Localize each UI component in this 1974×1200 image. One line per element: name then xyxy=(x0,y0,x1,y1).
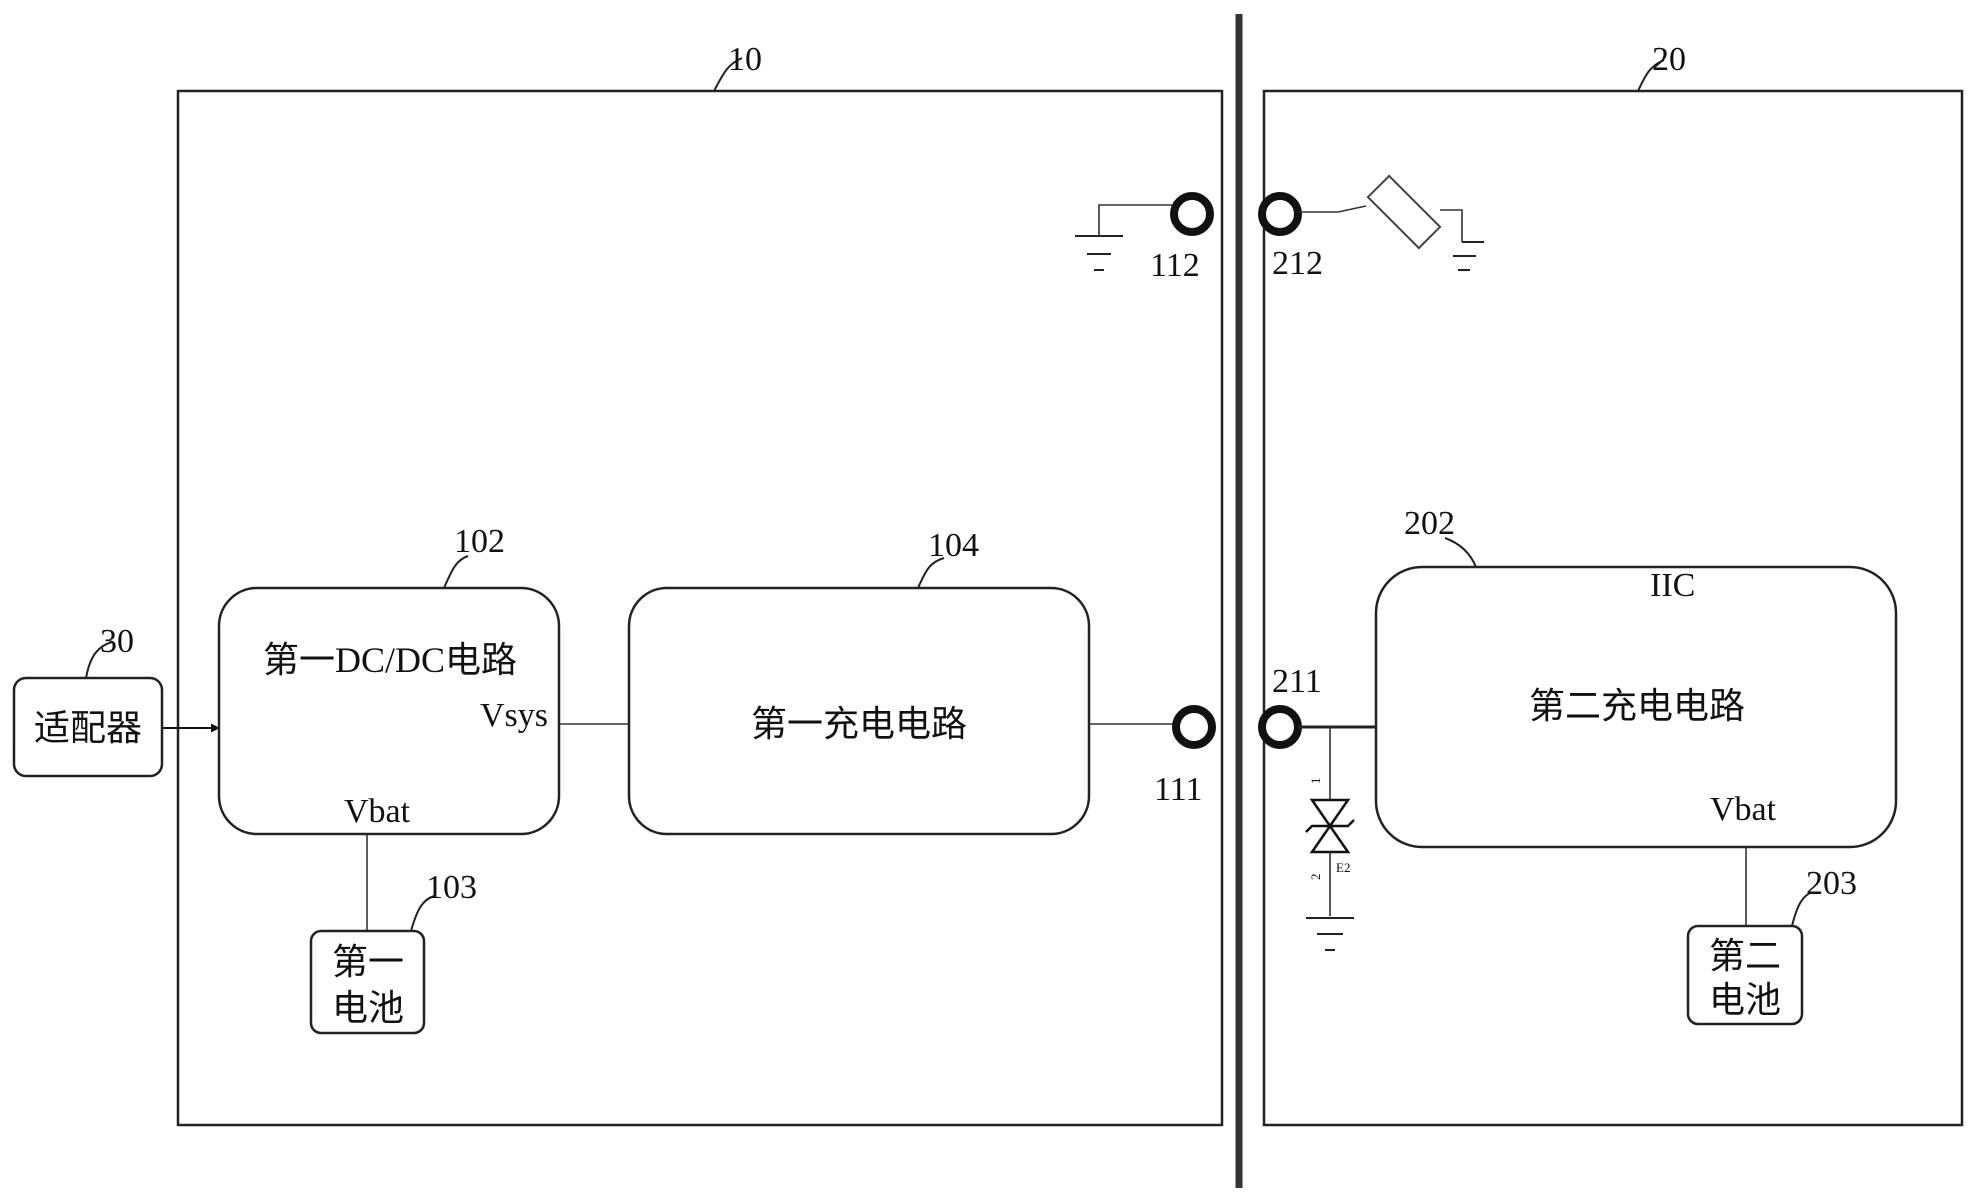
device-10-ref: 10 xyxy=(728,41,762,78)
dcdc-vbat-label: Vbat xyxy=(344,793,411,830)
terminal-212-ref: 212 xyxy=(1272,245,1323,282)
terminal-211: 211 xyxy=(1258,663,1322,749)
adapter-block: 适配器 30 xyxy=(12,623,164,778)
device-10-frame: 10 xyxy=(176,41,1224,1127)
charger-2-label: 第二充电电路 xyxy=(1529,686,1745,726)
terminal-211-ref: 211 xyxy=(1272,663,1322,700)
dcdc-block: 第一DC/DC电路 Vsys Vbat 102 xyxy=(217,523,561,836)
battery-1-line1: 第一 xyxy=(332,942,404,982)
terminal-112-ref: 112 xyxy=(1150,247,1200,284)
dcdc-vsys-label: Vsys xyxy=(480,697,548,734)
dcdc-ref: 102 xyxy=(454,523,505,560)
device-20-ref: 20 xyxy=(1652,41,1686,78)
battery-2-ref: 203 xyxy=(1806,865,1857,902)
battery-2-line2: 电池 xyxy=(1709,980,1781,1020)
battery-2-line1: 第二 xyxy=(1709,936,1781,976)
charger-2-iic-label: IIC xyxy=(1650,567,1695,604)
battery-2-block: 第二 电池 203 xyxy=(1686,865,1857,1026)
battery-1-ref: 103 xyxy=(426,869,477,906)
battery-1-line2: 电池 xyxy=(332,988,404,1028)
charger-2-vbat-label: Vbat xyxy=(1710,791,1777,828)
battery-1-block: 第一 电池 103 xyxy=(309,869,477,1035)
tvs-pin-1: 1 xyxy=(1308,778,1323,785)
charger-2-block: 第二充电电路 IIC Vbat 202 xyxy=(1374,505,1898,849)
terminal-212: 212 xyxy=(1258,174,1484,282)
terminal-212-component xyxy=(1366,174,1442,250)
dcdc-label: 第一DC/DC电路 xyxy=(263,640,517,680)
tvs-diode: 1 2 E2 xyxy=(1305,727,1355,951)
adapter-ref: 30 xyxy=(100,623,134,660)
charger-1-label: 第一充电电路 xyxy=(751,704,967,744)
charger-1-ref: 104 xyxy=(928,527,979,564)
tvs-label: E2 xyxy=(1336,860,1350,875)
device-20-frame: 20 xyxy=(1262,41,1964,1127)
terminal-111-ref: 111 xyxy=(1154,771,1202,808)
tvs-pin-2: 2 xyxy=(1308,874,1323,881)
charger-1-block: 第一充电电路 104 xyxy=(627,527,1091,836)
adapter-label: 适配器 xyxy=(34,708,142,748)
terminal-111: 111 xyxy=(1154,705,1216,808)
terminal-112: 112 xyxy=(1075,192,1214,284)
charger-2-ref: 202 xyxy=(1404,505,1455,542)
